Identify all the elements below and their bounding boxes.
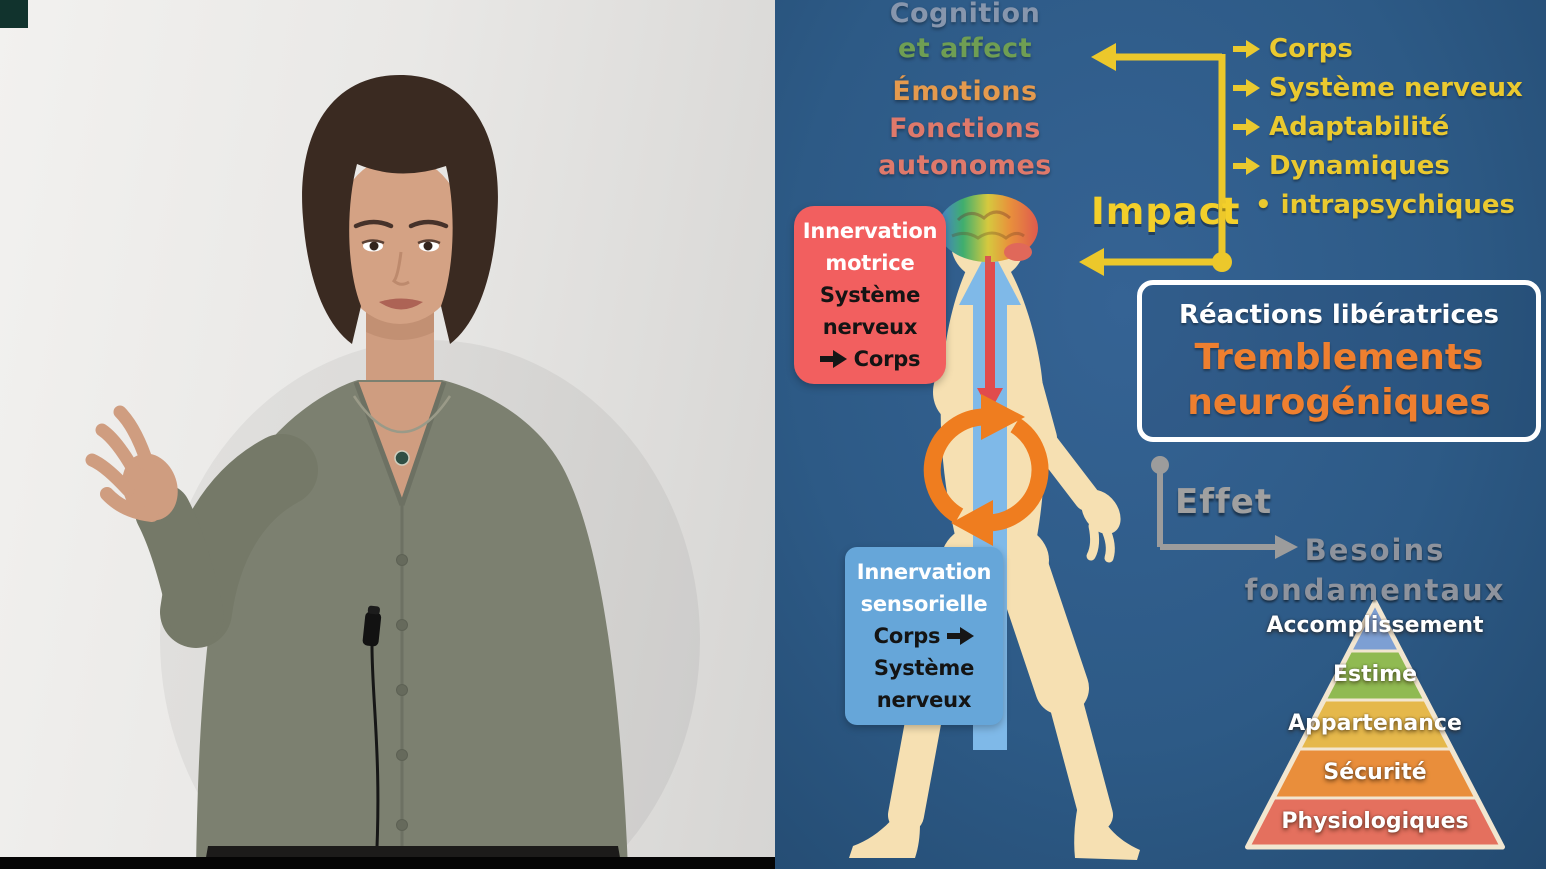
impact-item-dynamiques: Dynamiques: [1233, 151, 1450, 181]
cycle-arrows-icon: [923, 394, 1049, 546]
corner-artifact: [0, 0, 28, 28]
motor-innervation-box: Innervation motrice Système nerveux Corp…: [794, 206, 946, 384]
necklace-pendant: [394, 450, 410, 466]
necklace: [352, 395, 452, 434]
impact-connector-line: [1079, 43, 1232, 276]
sensory-box-line: Innervation: [856, 560, 992, 584]
lavalier-microphone: [362, 605, 382, 647]
reaction-box: Réactions libératrices Tremblements neur…: [1137, 280, 1541, 442]
needs-title-line: Besoins: [1304, 533, 1446, 567]
reaction-box-title: Réactions libératrices: [1179, 300, 1499, 330]
sensory-box-line: sensorielle: [860, 592, 988, 616]
impact-item-label: Corps: [1269, 34, 1353, 64]
bottom-black-bar: [0, 857, 775, 869]
speaker-cardigan: [196, 380, 628, 869]
pyramid-label-estime: Estime: [1332, 662, 1418, 687]
diagram-panel: Cognition et affect Émotions Fonctions a…: [775, 0, 1546, 869]
impact-item-label: • intrapsychiques: [1255, 190, 1515, 220]
impact-item-label: Dynamiques: [1269, 151, 1450, 181]
sensory-box-source: Corps: [847, 620, 1001, 652]
pyramid-label-accomplissement: Accomplissement: [1266, 613, 1484, 638]
sensory-box-line: Corps: [873, 624, 941, 648]
speaker-hand: [85, 405, 178, 522]
fonctions-label: Fonctions: [889, 113, 1041, 144]
speaker-illustration: [0, 0, 775, 869]
needs-title-line: fondamentaux: [1244, 573, 1506, 607]
speaker-face: [333, 156, 467, 324]
motor-box-line: Corps: [853, 347, 921, 371]
sensory-box-line: nerveux: [876, 688, 972, 712]
brain-icon: [938, 194, 1038, 270]
right-arrow-icon: [1233, 79, 1260, 97]
impact-item-systeme-nerveux: Système nerveux: [1233, 73, 1523, 103]
reaction-box-subtitle: Tremblements: [1194, 337, 1484, 378]
motor-box-target: Corps: [796, 343, 944, 375]
cognition-label: Cognition: [889, 0, 1041, 29]
needs-title: Besoins fondamentaux: [1225, 530, 1525, 610]
pyramid-label-appartenance: Appartenance: [1288, 711, 1462, 736]
speaker-video: [0, 0, 775, 869]
effect-connector-line: [1151, 456, 1298, 559]
effect-title: Effet: [1175, 482, 1273, 522]
reaction-box-subtitle: neurogéniques: [1187, 382, 1491, 423]
impact-title: Impact: [1091, 190, 1241, 233]
sensory-box-line: Système: [873, 656, 975, 680]
affect-label: et affect: [897, 33, 1033, 64]
cardigan-buttons: [396, 554, 408, 831]
sensory-innervation-box: Innervation sensorielle Corps Système ne…: [845, 547, 1003, 725]
autonomes-label: autonomes: [878, 150, 1052, 181]
motor-box-line: Innervation: [802, 219, 938, 243]
speaker-hair: [302, 75, 498, 344]
motor-box-line: Système: [819, 283, 921, 307]
emotions-label: Émotions: [892, 76, 1038, 107]
right-arrow-icon: [1233, 40, 1260, 58]
pyramid-label-physiologiques: Physiologiques: [1281, 809, 1469, 834]
right-arrow-icon: [819, 350, 847, 368]
impact-item-label: Système nerveux: [1269, 73, 1523, 103]
pyramid-label-securite: Sécurité: [1323, 760, 1427, 785]
motor-box-line: nerveux: [822, 315, 918, 339]
impact-item-label: Adaptabilité: [1269, 112, 1450, 142]
impact-item-intrapsychiques: • intrapsychiques: [1255, 190, 1515, 220]
maslow-pyramid: [1245, 599, 1505, 850]
right-arrow-icon: [947, 627, 975, 645]
impact-item-corps: Corps: [1233, 34, 1353, 64]
motor-box-line: motrice: [825, 251, 915, 275]
impact-item-adaptabilite: Adaptabilité: [1233, 112, 1449, 142]
right-arrow-icon: [1233, 157, 1260, 175]
right-arrow-icon: [1233, 118, 1260, 136]
